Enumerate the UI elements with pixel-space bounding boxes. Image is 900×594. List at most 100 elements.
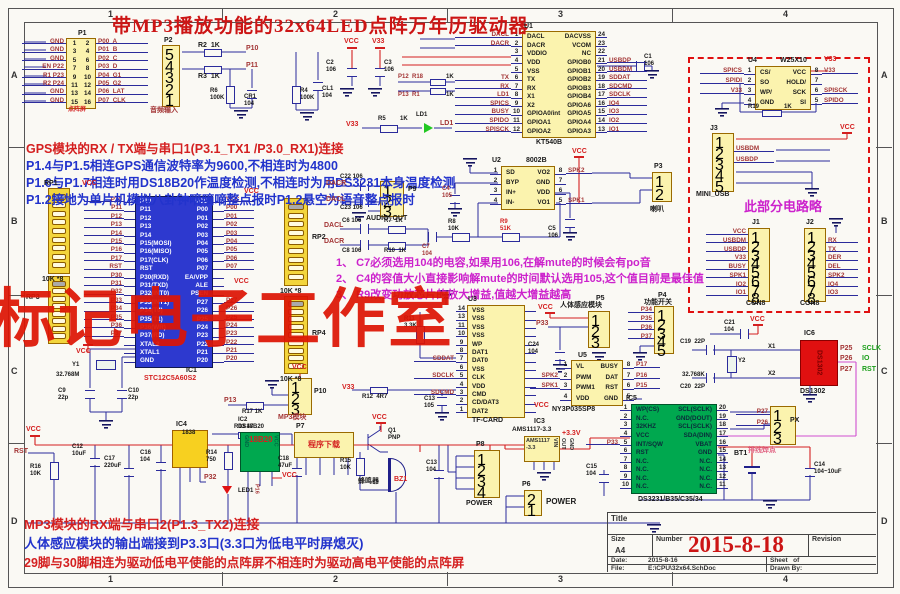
crystal-y1[interactable] <box>96 360 116 370</box>
crystal-y2[interactable] <box>727 356 737 373</box>
resistor-r2[interactable] <box>204 49 222 57</box>
resistor-r11[interactable] <box>416 326 425 344</box>
resistor-r15[interactable] <box>356 458 365 476</box>
border-tick <box>876 147 892 148</box>
resistor-r10[interactable] <box>388 242 406 250</box>
resistor-r6[interactable] <box>226 86 235 104</box>
ic3-part: AMS1117-3.3 <box>512 426 552 433</box>
resistor-network-rp2[interactable] <box>284 198 308 286</box>
led-ld1-icon[interactable] <box>424 123 433 133</box>
capacitor-c8[interactable] <box>360 240 369 250</box>
pin-cell <box>518 341 522 349</box>
capacitor-c15[interactable] <box>599 474 609 483</box>
pin-cell: USBDP <box>607 56 647 66</box>
pin-cell: 4 <box>456 380 467 389</box>
pin-cell: 8 <box>511 91 522 100</box>
capacitor-c22[interactable] <box>360 181 369 191</box>
capacitor-c21[interactable] <box>740 329 749 339</box>
pin-cell: 8 <box>555 166 566 176</box>
pin-cell: 6 <box>623 381 634 392</box>
battery-bt1-plate[interactable] <box>748 472 756 475</box>
resistor-r1[interactable] <box>430 88 446 95</box>
pin-cell: 1 <box>165 93 174 111</box>
resistor-r12[interactable] <box>370 387 388 394</box>
chip-ic3-ams1117[interactable]: AMS1117 -3.3 VIN OUT GND <box>524 436 574 462</box>
pin-cell: 7 <box>620 455 631 465</box>
capacitor-c20[interactable] <box>706 373 715 383</box>
battery-bt1-plate[interactable] <box>744 466 760 469</box>
capacitor-c16[interactable] <box>156 462 166 471</box>
connector-p7-program-download[interactable]: 程序下载 <box>294 432 354 458</box>
resistor-r8[interactable] <box>452 233 470 242</box>
pin-cell <box>462 176 490 186</box>
c13-tf-label: C13 105 <box>424 396 436 410</box>
capacitor-c13-buzzer[interactable] <box>434 470 444 479</box>
resistor-network-rp1[interactable] <box>48 188 70 274</box>
resistor-r9[interactable] <box>502 233 520 242</box>
resistor-r19[interactable] <box>762 110 782 117</box>
resistor-r3[interactable] <box>204 66 222 74</box>
capacitor-c12[interactable] <box>90 458 100 467</box>
capacitor-c5[interactable] <box>565 219 575 228</box>
capacitor-c7[interactable] <box>428 232 437 242</box>
net-vcc-ic2: VCC <box>282 472 297 479</box>
resistor-r18[interactable] <box>430 79 446 86</box>
pin-cell: X2 <box>527 101 535 109</box>
capacitor-c13-tf[interactable] <box>437 397 447 406</box>
resistor-r4[interactable] <box>292 86 301 104</box>
net-p32: P32 <box>204 474 217 481</box>
c19-label: C19 22P <box>680 339 706 345</box>
pin-cell: P34 <box>628 306 654 315</box>
pin-cell: 3 <box>511 48 522 57</box>
chip-ic6-ds1302[interactable]: DS1302 <box>800 340 838 386</box>
capacitor-c9[interactable] <box>85 390 95 399</box>
capacitor-c2[interactable] <box>347 68 357 77</box>
capacitor-c18[interactable] <box>292 468 302 477</box>
resistor-r5[interactable] <box>380 125 398 133</box>
capacitor-c14[interactable] <box>805 468 815 477</box>
capacitor-c17[interactable] <box>124 468 134 477</box>
capacitor-cr1[interactable] <box>247 90 257 99</box>
chip-ic2-ds18b20[interactable]: GND 18B20 VCC <box>240 432 280 472</box>
resistor-r7[interactable] <box>388 226 406 234</box>
capacitor-c6[interactable] <box>360 224 369 234</box>
pin-cell <box>530 360 560 371</box>
pin-cell: P06 LAT <box>96 88 148 97</box>
resistor-network-rp3[interactable] <box>48 276 70 344</box>
resistor-network-rp4[interactable] <box>284 296 308 374</box>
capacitor-c10[interactable] <box>117 390 127 399</box>
chip-ic4-ir-receiver-1838[interactable] <box>172 430 208 468</box>
resistor-r16[interactable] <box>50 462 59 480</box>
capacitor-c4[interactable] <box>450 195 460 204</box>
resistor-r14[interactable] <box>224 452 233 470</box>
pin-cell: P37 <box>628 332 654 342</box>
capacitor-c19[interactable] <box>706 345 715 355</box>
led-led1-icon[interactable] <box>222 486 232 494</box>
resistor-r17[interactable] <box>246 402 264 410</box>
capacitor-c3[interactable] <box>375 68 385 77</box>
capacitor-cl1[interactable] <box>313 82 323 91</box>
capacitor-c23[interactable] <box>360 197 369 207</box>
